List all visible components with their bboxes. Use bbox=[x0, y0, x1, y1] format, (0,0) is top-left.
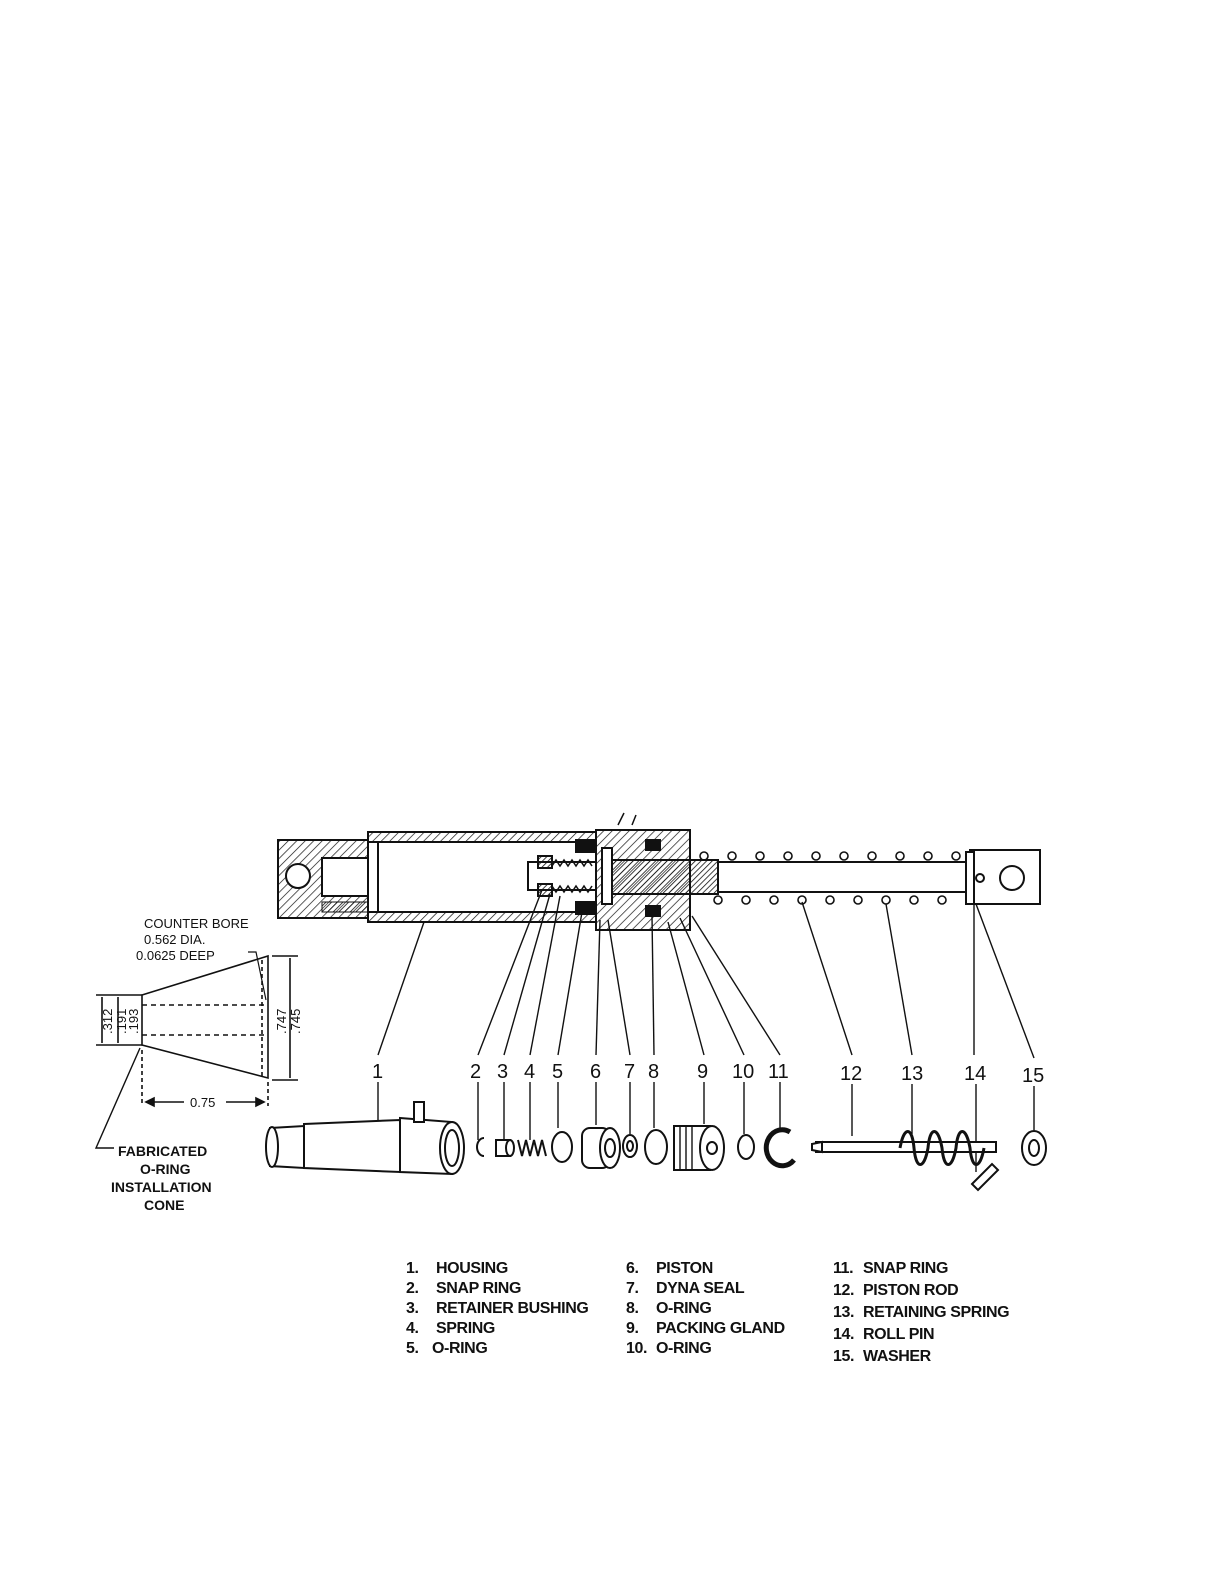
exploded-parts bbox=[265, 1101, 1047, 1192]
legend-item: 4.SPRING bbox=[406, 1320, 495, 1337]
part-o-ring-8 bbox=[644, 1129, 668, 1165]
callout-4: 4 bbox=[524, 1061, 535, 1083]
legend-item: 7.DYNA SEAL bbox=[626, 1280, 745, 1297]
part-o-ring-10 bbox=[737, 1134, 755, 1160]
legend-item: 15.WASHER bbox=[833, 1348, 931, 1365]
legend-item: 14.ROLL PIN bbox=[833, 1326, 935, 1343]
piston-rod-section bbox=[717, 861, 971, 893]
part-retainer-bushing bbox=[495, 1139, 515, 1157]
legend-item: 5.O-RING bbox=[406, 1340, 488, 1357]
legend-column-2: 6.PISTON 7.DYNA SEAL 8.O-RING 9.PACKING … bbox=[626, 1259, 785, 1359]
part-spring bbox=[517, 1139, 547, 1157]
callout-7: 7 bbox=[624, 1061, 635, 1083]
callout-5: 5 bbox=[552, 1061, 563, 1083]
part-roll-pin bbox=[970, 1162, 1000, 1192]
callout-2: 2 bbox=[470, 1061, 481, 1083]
dim-193: .193 bbox=[126, 1009, 141, 1034]
part-housing bbox=[265, 1101, 465, 1176]
legend-item: 1.HOUSING bbox=[406, 1260, 508, 1277]
callout-3: 3 bbox=[497, 1061, 508, 1083]
cone-label-2: O-RING bbox=[140, 1161, 191, 1177]
assembled-section-view bbox=[277, 812, 1041, 931]
callout-8: 8 bbox=[648, 1061, 659, 1083]
cone-outline bbox=[141, 954, 269, 1080]
legend-item: 3.RETAINER BUSHING bbox=[406, 1300, 589, 1317]
callout-12: 12 bbox=[840, 1063, 862, 1085]
legend-item: 2.SNAP RING bbox=[406, 1280, 522, 1297]
legend-item: 10.O-RING bbox=[626, 1340, 712, 1357]
legend-item: 11.SNAP RING bbox=[833, 1260, 949, 1277]
clevis-hole bbox=[285, 863, 311, 889]
callout-14: 14 bbox=[964, 1063, 986, 1085]
installation-cone-drawing bbox=[94, 951, 298, 1149]
callout-numbers: 1 2 3 4 5 6 7 8 9 10 11 12 13 14 15 bbox=[372, 1061, 1044, 1087]
callout-15: 15 bbox=[1022, 1065, 1044, 1087]
dim-747: .747 bbox=[274, 1009, 289, 1034]
callout-13: 13 bbox=[901, 1063, 923, 1085]
callout-6: 6 bbox=[590, 1061, 601, 1083]
leader-lines bbox=[377, 889, 1035, 1172]
dim-length: 0.75 bbox=[190, 1095, 215, 1110]
part-piston-rod bbox=[811, 1140, 997, 1154]
part-packing-gland bbox=[673, 1125, 725, 1171]
housing-wall-bottom bbox=[367, 911, 597, 923]
cone-annotations: COUNTER BORE 0.562 DIA. 0.0625 DEEP .312… bbox=[100, 916, 303, 1213]
piston-section bbox=[611, 859, 719, 895]
callout-9: 9 bbox=[697, 1061, 708, 1083]
callout-11: 11 bbox=[768, 1061, 789, 1083]
legend-item: 13.RETAINING SPRING bbox=[833, 1304, 1010, 1321]
legend-item: 6.PISTON bbox=[626, 1260, 713, 1277]
part-o-ring-5 bbox=[551, 1131, 573, 1163]
cone-label-1: FABRICATED bbox=[118, 1143, 207, 1159]
legend-column-1: 1.HOUSING 2.SNAP RING 3.RETAINER BUSHING… bbox=[406, 1259, 589, 1359]
counterbore-note-1: COUNTER BORE bbox=[144, 916, 249, 931]
counterbore-note-3: 0.0625 DEEP bbox=[136, 948, 215, 963]
part-retaining-spring bbox=[898, 1130, 986, 1166]
cone-label-4: CONE bbox=[144, 1197, 184, 1213]
callout-10: 10 bbox=[732, 1061, 754, 1083]
dim-191: .191 bbox=[114, 1009, 129, 1034]
legend-item: 9.PACKING GLAND bbox=[626, 1320, 785, 1337]
counterbore-note-2: 0.562 DIA. bbox=[144, 932, 205, 947]
part-snap-ring-2 bbox=[476, 1137, 485, 1157]
dim-312: .312 bbox=[100, 1009, 115, 1034]
legend-item: 8.O-RING bbox=[626, 1300, 712, 1317]
part-piston bbox=[581, 1127, 621, 1169]
housing-wall-top bbox=[367, 831, 597, 843]
dim-745: .745 bbox=[288, 1009, 303, 1034]
callout-1: 1 bbox=[372, 1061, 383, 1083]
cone-label-3: INSTALLATION bbox=[111, 1179, 212, 1195]
part-snap-ring-11 bbox=[763, 1127, 796, 1169]
part-dyna-seal bbox=[622, 1134, 638, 1158]
part-washer bbox=[1021, 1130, 1047, 1166]
legend-column-3: 11.SNAP RING 12.PISTON ROD 13.RETAINING … bbox=[833, 1259, 1010, 1369]
legend-item: 12.PISTON ROD bbox=[833, 1282, 959, 1299]
